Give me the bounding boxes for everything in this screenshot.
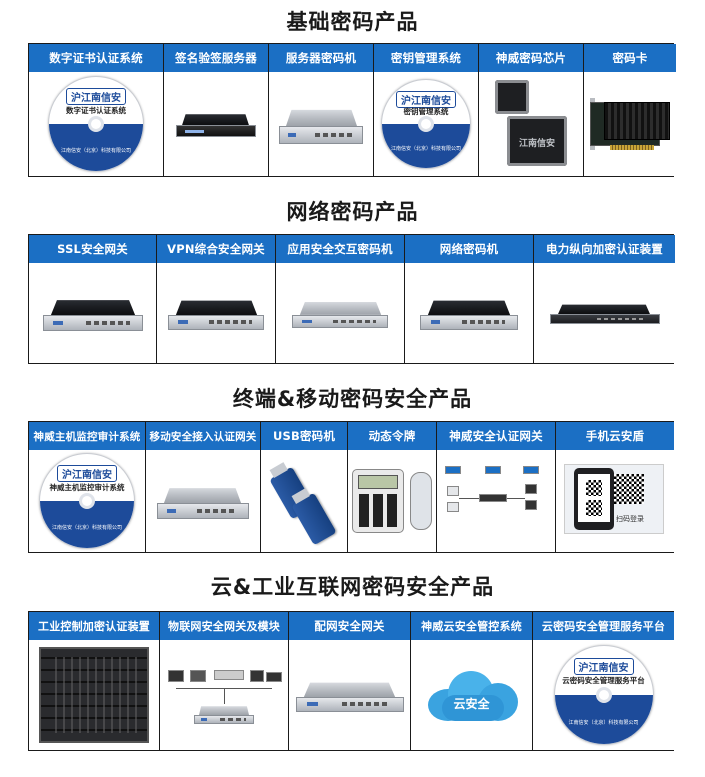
chip-image: 江南信安 xyxy=(507,116,567,166)
product-image xyxy=(269,72,373,176)
product-image: 江南信安 xyxy=(479,72,583,176)
product-name: 移动安全接入认证网关 xyxy=(146,422,260,450)
product-name: 电力纵向加密认证装置 xyxy=(534,235,675,263)
product-image xyxy=(29,263,156,363)
product-card[interactable]: 神威安全认证网关 xyxy=(437,422,555,552)
product-name: 神威主机监控审计系统 xyxy=(29,422,145,450)
product-image xyxy=(348,450,436,552)
product-card[interactable]: 网络密码机 xyxy=(405,235,533,363)
product-image xyxy=(405,263,533,363)
grid-cloud: 工业控制加密认证装置 物联网安全网关及模块 配网安全网关 神威云安全管控系统 xyxy=(28,611,674,751)
section-title-network: 网络密码产品 xyxy=(286,200,419,224)
product-name: 手机云安盾 xyxy=(556,422,674,450)
product-image xyxy=(261,450,347,552)
section-title-terminal: 终端&移动密码安全产品 xyxy=(232,387,473,411)
product-name: 神威云安全管控系统 xyxy=(411,612,532,640)
section-title-basic: 基础密码产品 xyxy=(286,10,419,34)
product-card[interactable]: 应用安全交互密码机 xyxy=(276,235,404,363)
rack-device-image xyxy=(279,104,363,144)
product-name: 云密码安全管理服务平台 xyxy=(533,612,674,640)
product-card[interactable]: 神威主机监控审计系统 沪江南信安 神威主机监控审计系统 江南信安（北京）科技有限… xyxy=(29,422,145,552)
product-card[interactable]: 动态令牌 xyxy=(348,422,436,552)
rack-device-image xyxy=(292,298,388,328)
disc-image: 沪江南信安 神威主机监控审计系统 江南信安（北京）科技有限公司 xyxy=(39,453,135,549)
product-name: 服务器密码机 xyxy=(269,44,373,72)
product-card[interactable]: 移动安全接入认证网关 xyxy=(146,422,260,552)
rack-device-image xyxy=(420,296,518,330)
phone-label: 扫码登录 xyxy=(616,515,644,523)
product-card[interactable]: 数字证书认证系统 沪江南信安 数字证书认证系统 江南信安（北京）科技有限公司 xyxy=(29,44,163,176)
product-card[interactable]: 密钥管理系统 沪江南信安 密钥管理系统 江南信安（北京）科技有限公司 xyxy=(374,44,478,176)
product-image xyxy=(29,640,159,750)
grid-terminal: 神威主机监控审计系统 沪江南信安 神威主机监控审计系统 江南信安（北京）科技有限… xyxy=(28,421,674,553)
product-card[interactable]: 签名验签服务器 xyxy=(164,44,268,176)
product-image xyxy=(276,263,404,363)
product-card[interactable]: SSL安全网关 xyxy=(29,235,156,363)
cloud-icon: 云安全 xyxy=(422,665,522,725)
grid-basic: 数字证书认证系统 沪江南信安 数字证书认证系统 江南信安（北京）科技有限公司 签… xyxy=(28,43,676,177)
chip-image xyxy=(495,80,529,114)
product-name: 配网安全网关 xyxy=(289,612,410,640)
product-name: VPN综合安全网关 xyxy=(157,235,275,263)
disc-image: 沪江南信安 密钥管理系统 江南信安（北京）科技有限公司 xyxy=(381,79,471,169)
product-name: 网络密码机 xyxy=(405,235,533,263)
product-name: 神威安全认证网关 xyxy=(437,422,555,450)
product-image xyxy=(534,263,675,363)
grid-network: SSL安全网关 VPN综合安全网关 应用安全交互密码机 网络密码机 电力纵向加密… xyxy=(28,234,675,364)
token-image xyxy=(352,469,404,533)
product-card[interactable]: 工业控制加密认证装置 xyxy=(29,612,159,750)
product-image: 沪江南信安 神威主机监控审计系统 江南信安（北京）科技有限公司 xyxy=(29,450,145,552)
product-name: 数字证书认证系统 xyxy=(29,44,163,72)
rack-device-image xyxy=(194,704,254,724)
product-image xyxy=(146,450,260,552)
rack-device-image xyxy=(549,302,660,324)
usb-key-image xyxy=(291,492,337,546)
product-image xyxy=(437,450,555,552)
product-card[interactable]: 神威密码芯片 江南信安 xyxy=(479,44,583,176)
token-image xyxy=(410,472,432,530)
product-card[interactable]: 神威云安全管控系统 云安全 xyxy=(411,612,532,750)
product-card[interactable]: 物联网安全网关及模块 xyxy=(160,612,288,750)
product-name: 工业控制加密认证装置 xyxy=(29,612,159,640)
rack-device-image xyxy=(168,296,264,330)
product-image: 沪江南信安 密钥管理系统 江南信安（北京）科技有限公司 xyxy=(374,72,478,176)
product-card[interactable]: USB密码机 xyxy=(261,422,347,552)
product-card[interactable]: 配网安全网关 xyxy=(289,612,410,750)
product-image: 沪江南信安 云密码安全管理服务平台 江南信安（北京）科技有限公司 xyxy=(533,640,674,750)
product-image xyxy=(160,640,288,750)
product-image: 沪江南信安 数字证书认证系统 江南信安（北京）科技有限公司 xyxy=(29,72,163,176)
product-name: USB密码机 xyxy=(261,422,347,450)
section-title-cloud: 云&工业互联网密码安全产品 xyxy=(210,575,495,599)
product-name: 应用安全交互密码机 xyxy=(276,235,404,263)
rack-device-image xyxy=(176,111,256,137)
product-card[interactable]: 服务器密码机 xyxy=(269,44,373,176)
phone-image xyxy=(574,468,614,530)
product-card[interactable]: 电力纵向加密认证装置 xyxy=(534,235,675,363)
product-name: SSL安全网关 xyxy=(29,235,156,263)
product-name: 神威密码芯片 xyxy=(479,44,583,72)
product-image xyxy=(289,640,410,750)
rack-device-image xyxy=(157,483,249,519)
qr-code-icon xyxy=(614,474,644,504)
product-name: 签名验签服务器 xyxy=(164,44,268,72)
product-card[interactable]: 手机云安盾 扫码登录 xyxy=(556,422,674,552)
product-image: 扫码登录 xyxy=(556,450,674,552)
rack-device-image xyxy=(295,678,404,712)
product-name: 密码卡 xyxy=(584,44,676,72)
disc-image: 沪江南信安 数字证书认证系统 江南信安（北京）科技有限公司 xyxy=(48,76,144,172)
product-card[interactable]: 云密码安全管理服务平台 沪江南信安 云密码安全管理服务平台 江南信安（北京）科技… xyxy=(533,612,674,750)
product-card[interactable]: VPN综合安全网关 xyxy=(157,235,275,363)
industrial-rack-image xyxy=(39,647,149,743)
product-name: 物联网安全网关及模块 xyxy=(160,612,288,640)
product-image: 云安全 xyxy=(411,640,532,750)
product-card[interactable]: 密码卡 xyxy=(584,44,676,176)
crypto-card-image xyxy=(590,98,670,150)
product-name: 动态令牌 xyxy=(348,422,436,450)
product-image xyxy=(584,72,676,176)
disc-image: 沪江南信安 云密码安全管理服务平台 江南信安（北京）科技有限公司 xyxy=(553,645,654,745)
product-image xyxy=(164,72,268,176)
rack-device-image xyxy=(42,295,143,331)
product-image xyxy=(157,263,275,363)
product-name: 密钥管理系统 xyxy=(374,44,478,72)
